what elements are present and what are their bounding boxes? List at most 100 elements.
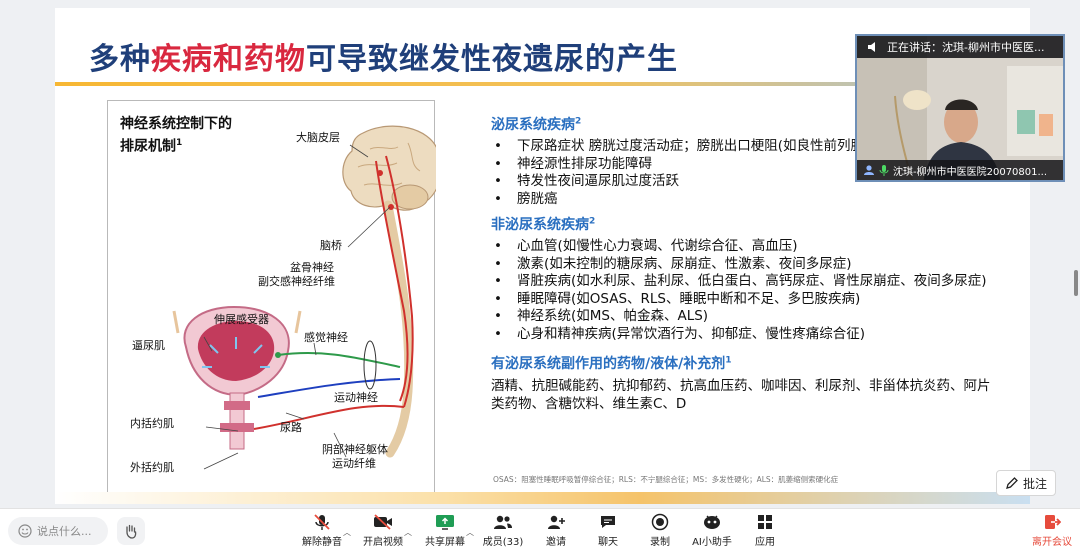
start-video-label: 开启视频 xyxy=(363,537,403,548)
anatomy-illustration xyxy=(172,125,436,470)
scrollbar-handle[interactable] xyxy=(1074,270,1078,296)
leave-meeting-label: 离开会议 xyxy=(1032,537,1072,548)
list-item: 神经系统(如MS、帕金森、ALS) xyxy=(491,308,991,326)
label-cortex: 大脑皮层 xyxy=(296,131,340,144)
section-drugs-text: 酒精、抗胆碱能药、抗抑郁药、抗高血压药、咖啡因、利尿剂、非甾体抗炎药、阿片类药物… xyxy=(491,378,991,412)
share-screen-icon xyxy=(436,515,454,530)
external-sphincter-shape xyxy=(220,423,254,432)
ai-assistant-button[interactable]: AI小助手 xyxy=(684,513,740,548)
emoji-icon xyxy=(18,524,32,538)
invite-icon xyxy=(548,515,565,529)
label-urethra: 尿路 xyxy=(280,421,302,434)
chat-input[interactable]: 说点什么... xyxy=(8,517,108,545)
content-column: 泌尿系统疾病2 下尿路症状 膀胱过度活动症；膀胱出口梗阻(如良性前列腺梗阻) 神… xyxy=(491,114,991,413)
audio-options-chevron-icon[interactable]: ︿ xyxy=(343,528,351,537)
section-drugs-heading: 有泌尿系统副作用的药物/液体/补充剂1 xyxy=(491,355,732,372)
title-part2: 可导致继发性夜遗尿的产生 xyxy=(306,42,678,77)
label-pelvic-nerve: 盆骨神经 xyxy=(290,261,334,274)
leader-lines xyxy=(203,144,391,470)
chat-button[interactable]: 聊天 xyxy=(580,513,636,548)
label-sensory-nerve: 感觉神经 xyxy=(304,331,348,344)
apps-grid-icon xyxy=(758,515,772,529)
pudendal-nerve-path xyxy=(253,404,405,430)
ganglion-ring xyxy=(363,340,377,390)
microphone-icon xyxy=(879,165,889,176)
bladder-interior xyxy=(197,321,275,381)
apps-button[interactable]: 应用 xyxy=(737,513,793,548)
person-icon xyxy=(864,165,874,175)
annotate-button[interactable]: 批注 xyxy=(996,470,1056,496)
slide-footnote: OSAS：阻塞性睡眠呼吸暂停综合征；RLS：不宁腿综合征；MS：多发性硬化；AL… xyxy=(493,475,839,484)
share-screen-button[interactable]: 共享屏幕 xyxy=(417,513,473,548)
cortex-node xyxy=(377,170,383,176)
raise-hand-icon xyxy=(126,524,137,539)
list-item: 心身和精神疾病(异常饮酒行为、抑郁症、慢性疼痛综合征) xyxy=(491,326,991,344)
diagram-title: 神经系统控制下的 排尿机制1 xyxy=(120,115,232,157)
label-detrusor: 逼尿肌 xyxy=(132,339,165,352)
label-motor-nerve: 运动神经 xyxy=(334,391,378,404)
members-label: 成员(33) xyxy=(482,537,524,548)
pons-node xyxy=(388,204,394,210)
pathway-red-right xyxy=(385,155,414,408)
chat-icon xyxy=(601,516,615,528)
invite-label: 邀请 xyxy=(546,537,566,548)
video-options-chevron-icon[interactable]: ︿ xyxy=(404,528,412,537)
members-icon xyxy=(494,515,512,529)
chat-placeholder: 说点什么... xyxy=(37,525,92,538)
slide-title: 多种疾病和药物可导致继发性夜遗尿的产生 xyxy=(89,34,678,78)
list-item: 膀胱癌 xyxy=(491,191,991,209)
cerebellum-shape xyxy=(391,184,429,210)
invite-button[interactable]: 邀请 xyxy=(528,513,584,548)
record-button[interactable]: 录制 xyxy=(632,513,688,548)
title-highlight: 疾病和药物 xyxy=(151,42,306,77)
unmute-button[interactable]: 解除静音 xyxy=(294,513,350,548)
section-urinary-heading: 泌尿系统疾病2 xyxy=(491,116,582,133)
leave-meeting-button[interactable]: 离开会议 xyxy=(1028,513,1076,548)
unmute-label: 解除静音 xyxy=(302,537,342,548)
annotate-label: 批注 xyxy=(1022,476,1047,491)
share-screen-label: 共享屏幕 xyxy=(425,537,465,548)
list-item: 睡眠障碍(如OSAS、RLS、睡眠中断和不足、多巴胺疾病) xyxy=(491,291,991,309)
diagram-title-line2: 排尿机制 xyxy=(120,138,176,155)
diagram-title-line1: 神经系统控制下的 xyxy=(120,116,232,132)
micturition-diagram: 神经系统控制下的 排尿机制1 xyxy=(107,100,436,494)
speaking-label: 正在讲话：沈琪-柳州市中医医... xyxy=(887,41,1045,54)
record-icon xyxy=(651,513,669,531)
list-item: 下尿路症状 膀胱过度活动症；膀胱出口梗阻(如良性前列腺梗阻) xyxy=(491,138,991,156)
section-non-urinary-heading: 非泌尿系统疾病2 xyxy=(491,216,596,233)
camera-off-icon xyxy=(374,514,392,530)
speaker-video-tile[interactable]: 正在讲话：沈琪-柳州市中医医... 沈琪-柳州市中医医院20070801... xyxy=(855,34,1065,182)
list-item: 神经源性排尿功能障碍 xyxy=(491,156,991,174)
list-item: 激素(如未控制的糖尿病、尿崩症、性激素、夜间多尿症) xyxy=(491,256,991,274)
label-pudendal-nerve: 阴部神经躯体 xyxy=(322,443,388,456)
record-label: 录制 xyxy=(650,537,670,548)
speaker-icon xyxy=(868,42,875,52)
share-options-chevron-icon[interactable]: ︿ xyxy=(466,528,474,537)
members-button[interactable]: 成员(33) xyxy=(475,513,531,548)
label-external-sphincter: 外括约肌 xyxy=(130,461,174,474)
chat-label: 聊天 xyxy=(598,537,618,548)
meeting-toolbar: 说点什么... 解除静音 ︿ 开启视频 ︿ 共享屏幕 ︿ 成员(33) 邀请 聊… xyxy=(0,508,1080,551)
speaking-indicator: 正在讲话：沈琪-柳州市中医医... xyxy=(857,36,1063,58)
list-item: 心血管(如慢性心力衰竭、代谢综合征、高血压) xyxy=(491,238,991,256)
pathway-red-left xyxy=(375,160,409,402)
start-video-button[interactable]: 开启视频 xyxy=(355,513,411,548)
title-part1: 多种 xyxy=(89,42,151,77)
ai-assistant-label: AI小助手 xyxy=(692,537,732,548)
receptor-node xyxy=(275,352,281,358)
label-internal-sphincter: 内括约肌 xyxy=(130,417,174,430)
slide-bottom-band xyxy=(55,492,1030,504)
label-pons: 脑桥 xyxy=(320,239,342,252)
ai-assistant-icon xyxy=(704,515,720,529)
spinal-cord-shape xyxy=(383,200,414,458)
exit-icon xyxy=(1045,515,1061,529)
participant-name-bar: 沈琪-柳州市中医医院20070801... xyxy=(857,160,1063,180)
list-item: 特发性夜间逼尿肌过度活跃 xyxy=(491,173,991,191)
label-motor-fiber: 运动纤维 xyxy=(332,457,376,470)
participant-name: 沈琪-柳州市中医医院20070801... xyxy=(893,166,1048,178)
motor-nerve-path xyxy=(257,378,401,398)
ureters xyxy=(172,310,302,334)
raise-hand-button[interactable] xyxy=(117,517,145,545)
section-urinary-list: 下尿路症状 膀胱过度活动症；膀胱出口梗阻(如良性前列腺梗阻) 神经源性排尿功能障… xyxy=(491,138,991,208)
section-non-urinary-list: 心血管(如慢性心力衰竭、代谢综合征、高血压) 激素(如未控制的糖尿病、尿崩症、性… xyxy=(491,238,991,343)
